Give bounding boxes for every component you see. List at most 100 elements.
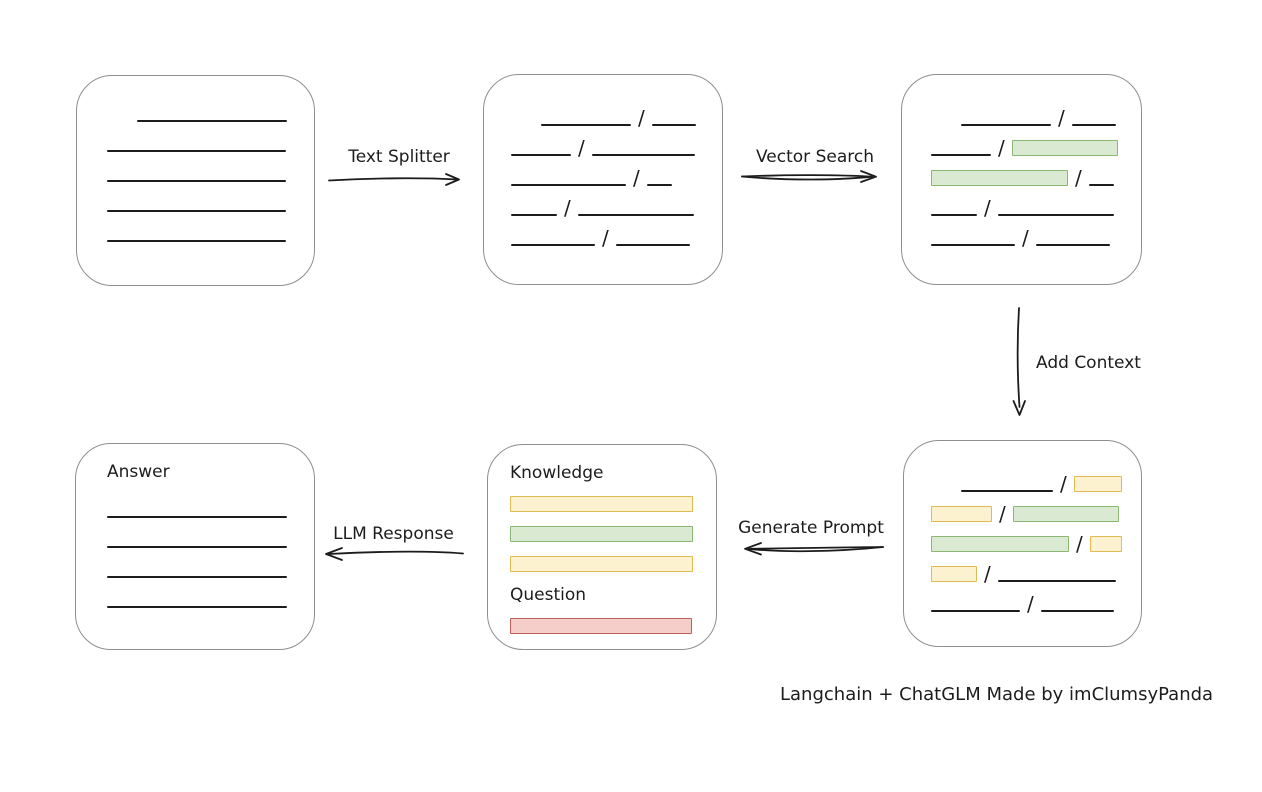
add-context-arrow-icon: [1012, 307, 1026, 416]
llm-response-arrow-icon: [325, 547, 464, 561]
answer-content: Answer: [76, 444, 314, 649]
node-row: /: [931, 552, 1141, 586]
yellow-highlight-chip: [1089, 536, 1122, 552]
node-row: /: [931, 462, 1141, 496]
text-splitter-label: Text Splitter: [348, 147, 450, 167]
green-highlight-chip: [1011, 140, 1118, 156]
text-line: [107, 606, 287, 608]
text-line: [931, 244, 1015, 246]
diagram-caption: Langchain + ChatGLM Made by imClumsyPand…: [780, 684, 1214, 705]
answer-node: Answer: [75, 443, 315, 650]
split-slash: /: [638, 105, 645, 130]
node-title: Answer: [107, 462, 170, 482]
text-line: [931, 214, 977, 216]
node-row: [107, 518, 314, 548]
text-line: [107, 516, 287, 518]
source-document-node: [76, 75, 315, 286]
node-row: [107, 182, 314, 212]
text-line: [961, 124, 1051, 126]
node-row: [107, 548, 314, 578]
llm-response-label: LLM Response: [333, 524, 454, 544]
text-line: [646, 184, 672, 186]
node-row: [510, 549, 716, 579]
text-line: [107, 180, 286, 182]
text-line: [541, 124, 631, 126]
node-row: /: [931, 156, 1141, 190]
text-line: [1035, 244, 1110, 246]
vector-matches-node: /////: [901, 74, 1142, 285]
split-slash: /: [984, 195, 991, 220]
generate-prompt-label: Generate Prompt: [738, 518, 884, 538]
text-line: [591, 154, 695, 156]
node-row: Knowledge: [510, 465, 716, 489]
node-row: [107, 122, 314, 152]
node-row: /: [931, 216, 1141, 250]
text-splitter-arrow-icon: [328, 173, 460, 186]
vector-search-label: Vector Search: [756, 147, 874, 167]
node-row: /: [931, 186, 1141, 220]
green-highlight-chip: [510, 526, 693, 542]
text-line: [107, 240, 286, 242]
split-slash: /: [1076, 531, 1083, 556]
text-line: [107, 576, 287, 578]
node-row: [107, 488, 314, 518]
node-row: [510, 611, 716, 641]
text-line: [997, 580, 1116, 582]
text-line: [997, 214, 1114, 216]
text-line: [107, 546, 287, 548]
text-line: [931, 610, 1020, 612]
node-row: /: [931, 522, 1141, 556]
green-highlight-chip: [931, 536, 1069, 552]
node-row: Question: [510, 587, 716, 611]
text-line: [137, 120, 287, 122]
text-line: [961, 490, 1053, 492]
text-line: [1071, 124, 1116, 126]
node-row: /: [511, 216, 722, 248]
split-slash: /: [633, 165, 640, 190]
split-slash: /: [1060, 471, 1067, 496]
split-slash: /: [999, 501, 1006, 526]
node-row: [107, 212, 314, 242]
text-line: [931, 154, 991, 156]
yellow-highlight-chip: [510, 496, 693, 512]
node-row: /: [931, 582, 1141, 614]
vector-search-arrow-icon: [741, 170, 877, 183]
source-document-content: [77, 76, 314, 285]
node-row: /: [511, 186, 722, 220]
split-slash: /: [1058, 105, 1065, 130]
green-highlight-chip: [931, 170, 1068, 186]
split-slash: /: [1075, 165, 1082, 190]
split-slash: /: [564, 195, 571, 220]
text-line: [511, 154, 571, 156]
text-line: [1040, 610, 1114, 612]
node-row: [107, 92, 314, 122]
text-line: [107, 210, 286, 212]
node-row: [107, 152, 314, 182]
yellow-highlight-chip: [1073, 476, 1122, 492]
generate-prompt-arrow-icon: [744, 542, 884, 556]
node-row: [510, 489, 716, 519]
text-line: [577, 214, 694, 216]
node-row: Answer: [107, 464, 314, 488]
split-chunks-content: /////: [484, 75, 722, 284]
node-title: Knowledge: [510, 463, 604, 483]
text-line: [107, 150, 286, 152]
node-row: /: [511, 126, 722, 160]
yellow-highlight-chip: [931, 506, 992, 522]
vector-matches-content: /////: [902, 75, 1141, 284]
text-line: [1088, 184, 1114, 186]
text-line: [511, 214, 557, 216]
green-highlight-chip: [1012, 506, 1119, 522]
node-title: Question: [510, 585, 587, 605]
text-line: [511, 184, 626, 186]
split-slash: /: [578, 135, 585, 160]
split-slash: /: [984, 561, 991, 586]
split-chunks-node: /////: [483, 74, 723, 285]
split-slash: /: [1022, 225, 1029, 250]
node-row: /: [511, 156, 722, 190]
node-row: /: [511, 96, 722, 130]
node-row: /: [931, 492, 1141, 526]
